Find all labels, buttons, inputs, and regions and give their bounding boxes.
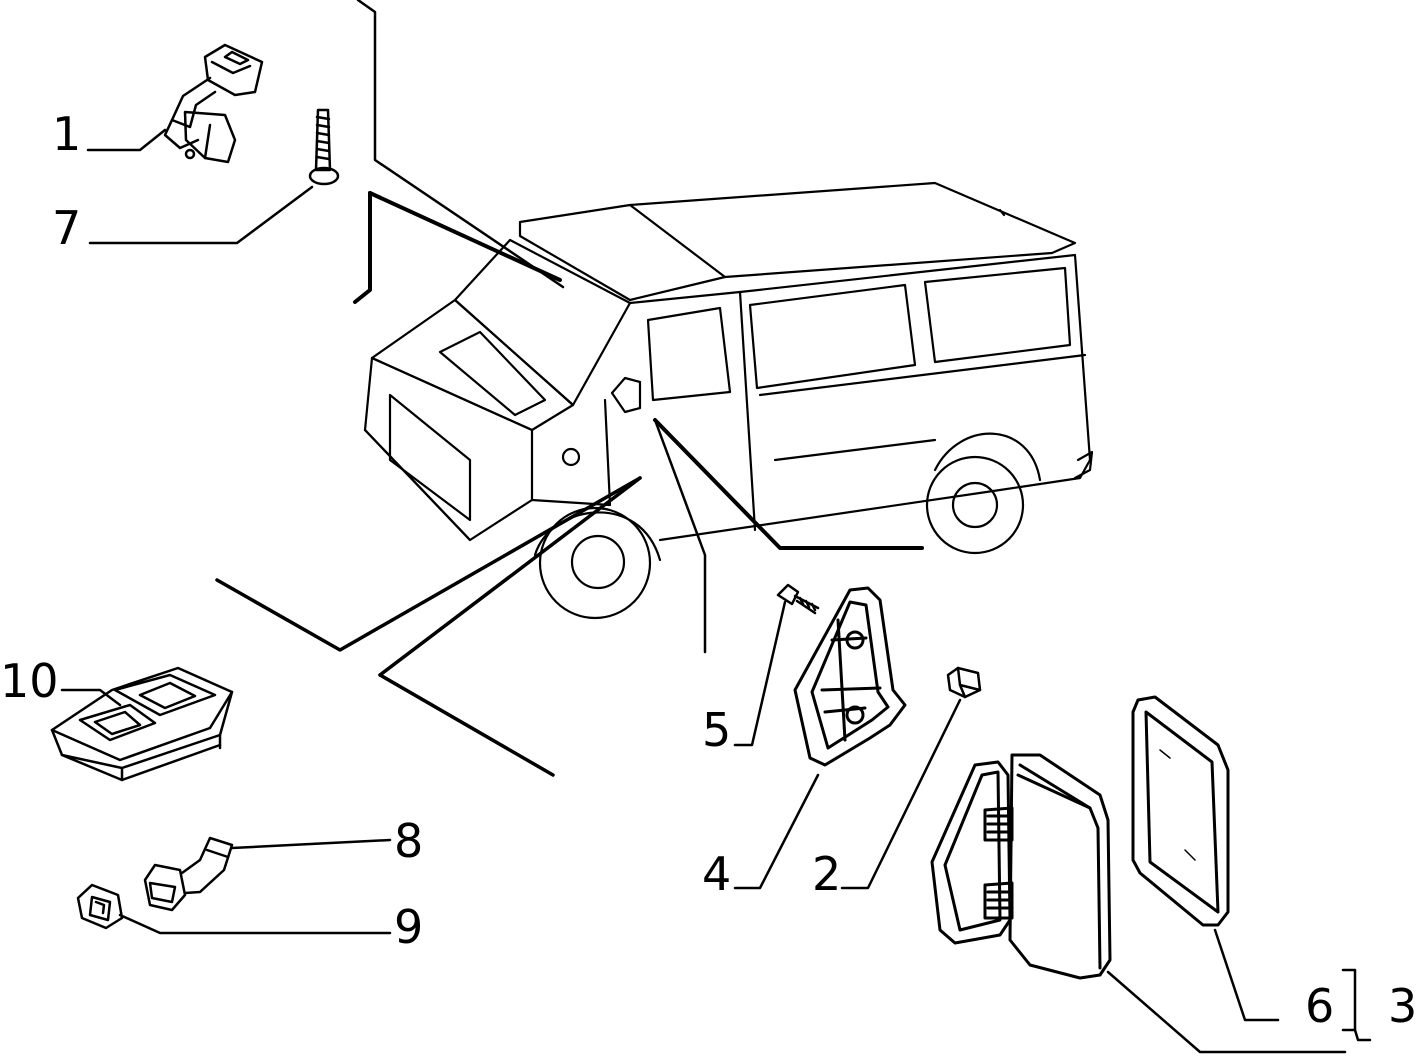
part-10-window-switch [50,666,234,782]
part-8-connector-with-cable [143,836,234,912]
part-3-mirror-assembly [930,753,1112,980]
leader-lines [60,0,1372,1054]
part-9-connector [76,883,124,930]
part-4-mounting-plate [793,586,907,767]
callout-5: 5 [702,703,731,757]
callout-1: 1 [52,107,81,161]
callout-9: 9 [394,900,423,954]
part-1-switch-with-cable [163,43,264,164]
van-illustration [363,181,1094,620]
part-2-clip [946,666,982,699]
part-5-bolt [776,583,820,615]
part-7-screw [308,108,340,186]
callout-labels: 1 7 10 5 4 2 8 9 6 3 [0,107,1417,1033]
callout-8: 8 [394,814,423,868]
callout-7: 7 [52,201,81,255]
callout-6: 6 [1305,979,1334,1033]
part-6-mirror-glass [1131,695,1230,927]
callout-2: 2 [812,847,841,901]
callout-3: 3 [1388,979,1417,1033]
callout-4: 4 [702,847,731,901]
callout-10: 10 [0,654,59,708]
